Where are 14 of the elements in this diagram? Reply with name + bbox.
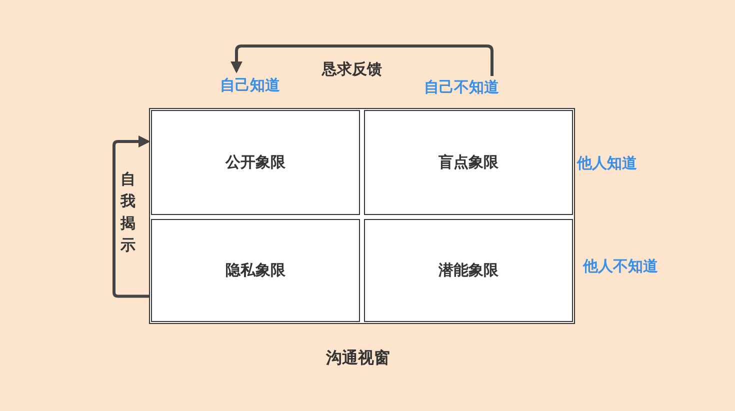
quadrant-box: 隐私象限 [151,219,360,322]
axis-label: 自己不知道 [424,78,504,98]
caption: 沟通视窗 [326,348,390,369]
axis-label: 他人不知道 [583,257,658,276]
edge-label: 恳求反馈 [322,60,382,79]
edge-label: 自我揭示 [120,169,136,256]
window-grid [149,108,575,324]
arrow [112,136,151,298]
quadrant-box: 潜能象限 [364,219,573,322]
axis-label: 自己知道 [220,76,286,96]
axis-label: 他人知道 [577,154,637,173]
arrow [230,44,494,76]
quadrant-box: 盲点象限 [364,110,573,215]
quadrant-box: 公开象限 [151,110,360,215]
